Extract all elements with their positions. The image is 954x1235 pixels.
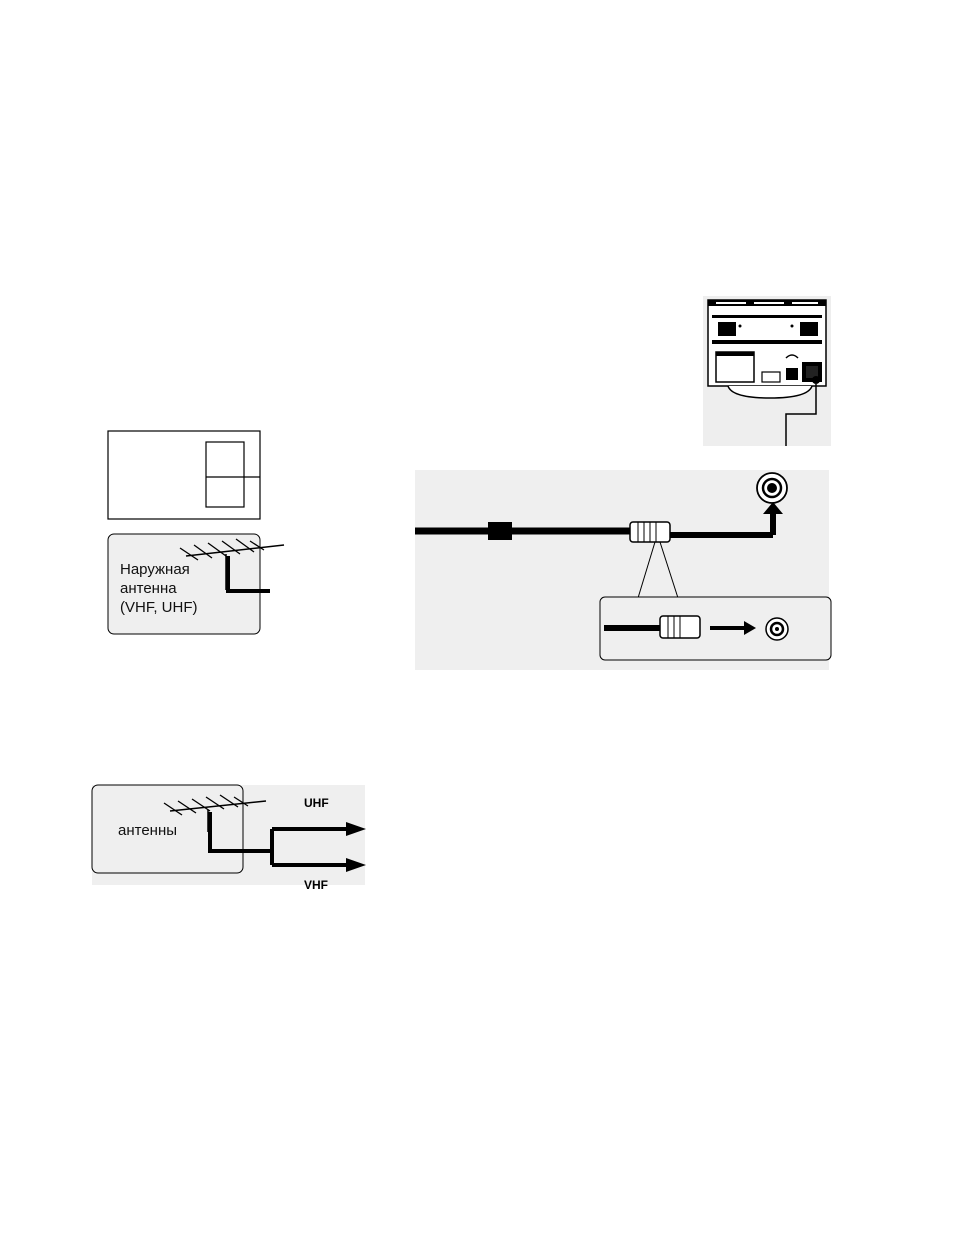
indoor-box <box>108 431 260 519</box>
outdoor-antenna-label-line3: (VHF, UHF) <box>120 598 198 617</box>
split-antenna-label: антенны <box>118 821 177 840</box>
outdoor-antenna-label-line2: антенна <box>120 579 177 598</box>
tv-rear-view <box>703 296 831 446</box>
vhf-band-label: VHF <box>304 878 328 892</box>
connector-inset <box>600 597 831 660</box>
outdoor-antenna-label-line1: Наружная <box>120 560 190 579</box>
uhf-band-label: UHF <box>304 796 329 810</box>
